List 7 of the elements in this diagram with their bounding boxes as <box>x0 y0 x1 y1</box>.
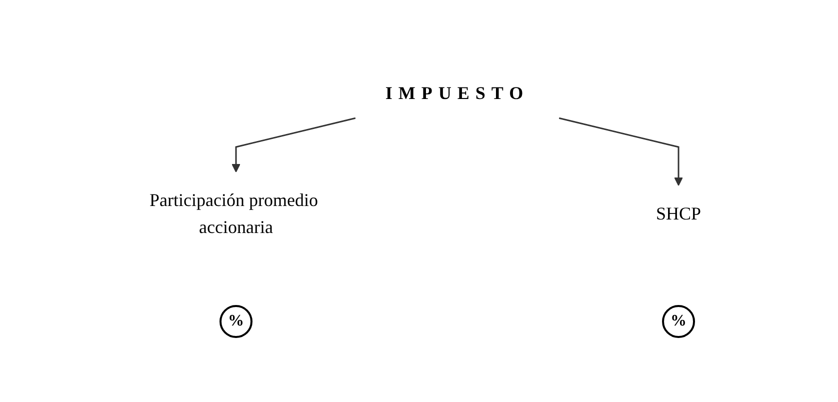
node-text: IMPUESTO <box>386 83 530 103</box>
arrow <box>559 117 684 186</box>
node-text: Participación promedio accionaria <box>150 190 318 237</box>
arrow <box>232 117 356 172</box>
node-circle: % <box>662 305 696 338</box>
node-circle: % <box>220 305 253 338</box>
node-text: SHCP <box>656 204 702 224</box>
